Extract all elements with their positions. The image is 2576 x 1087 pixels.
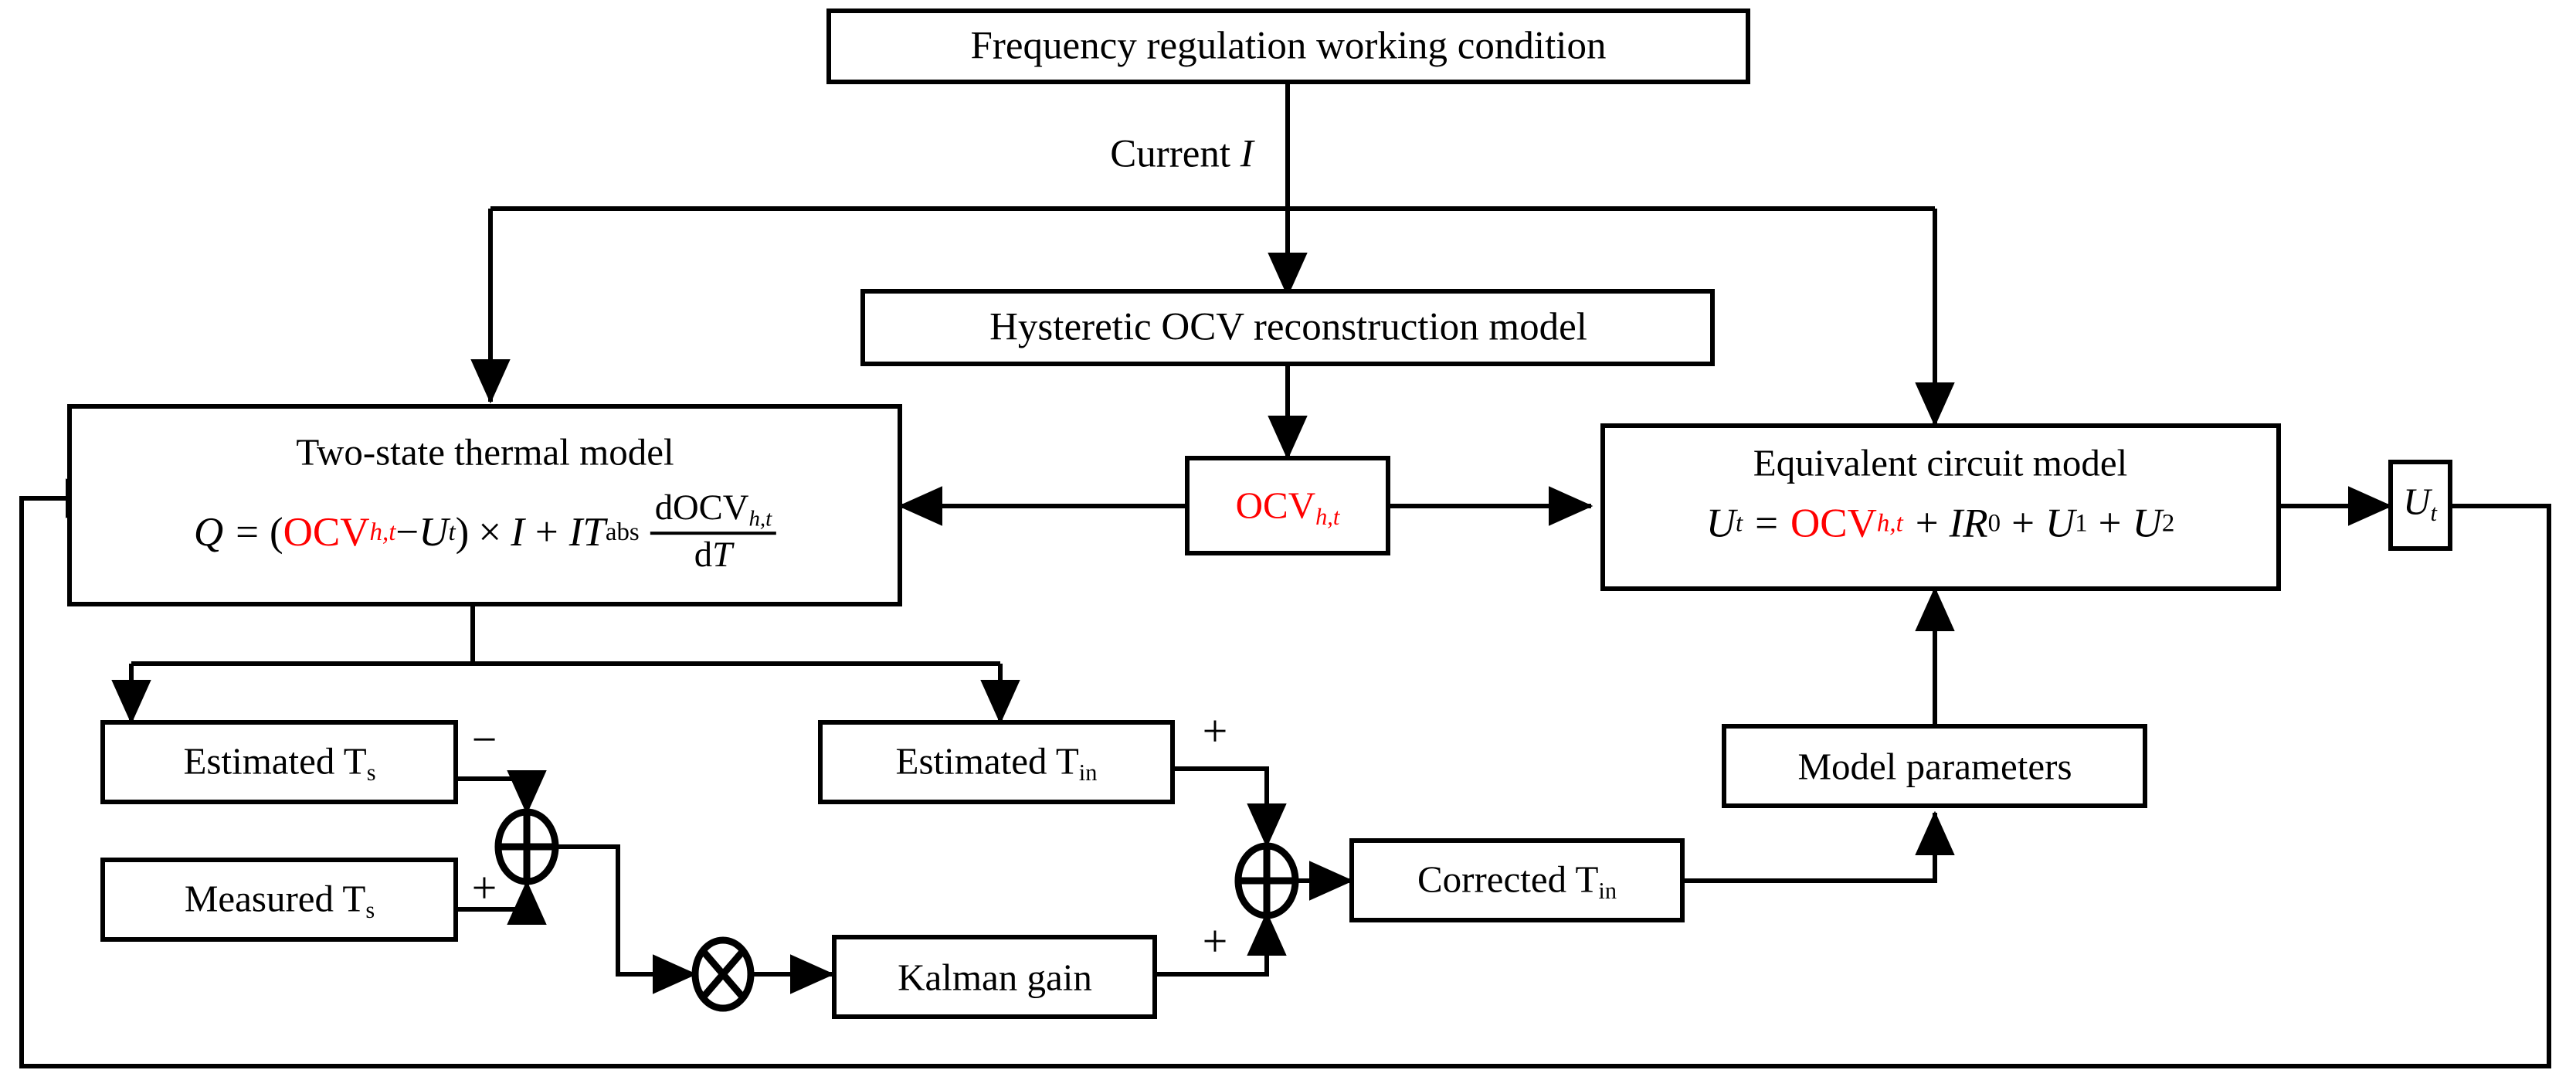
box-ocv-signal[interactable] [1185, 456, 1390, 555]
eq-ecm-equals: = [1755, 501, 1779, 546]
eq-thermal-frac-num: dOCV [654, 487, 749, 528]
eq-ecm-ocv-sub: h,t [1876, 509, 1903, 538]
eq-thermal-ocv-sub: h,t [369, 518, 396, 547]
label-thermal-model-title: Two-state thermal model [296, 430, 674, 474]
measured-ts-text: Measured T [184, 877, 366, 920]
label-kalman-gain: Kalman gain [898, 956, 1092, 999]
label-corrected-tin: Corrected Tin [1417, 858, 1617, 904]
label-sum1-minus-sign: − [471, 714, 497, 765]
label-equivalent-circuit-title: Equivalent circuit model [1753, 441, 2128, 484]
eq-thermal-current: I [511, 510, 524, 555]
corrected-tin-sub: in [1598, 877, 1617, 904]
current-symbol: I [1240, 132, 1254, 176]
box-hysteretic-ocv[interactable] [860, 289, 1715, 366]
box-estimated-ts[interactable] [100, 720, 458, 804]
label-ocv-signal: OCVh,t [1235, 484, 1340, 530]
wire-measured-ts-to-sum1 [456, 880, 547, 926]
eq-ecm-ut: U [1705, 501, 1736, 546]
wire-estimated-tin-to-sum2 [1173, 766, 1287, 848]
eq-thermal-ocv: OCV [283, 510, 370, 555]
eq-thermal-derivative-fraction: dOCVh,t dT [650, 487, 777, 576]
box-measured-ts[interactable] [100, 858, 458, 942]
label-sum2-plus-top-sign: + [1202, 705, 1228, 756]
estimated-ts-text: Estimated T [183, 739, 367, 783]
label-sum2-plus-bottom-sign: + [1202, 915, 1228, 966]
eq-ecm-u1: U [2045, 501, 2075, 546]
label-frequency-condition: Frequency regulation working condition [970, 24, 1607, 68]
eq-ecm-plus-1: + [1915, 501, 1939, 546]
box-model-parameters[interactable] [1722, 724, 2147, 808]
box-thermal-model[interactable] [67, 404, 902, 606]
eq-thermal-frac-den: T [712, 535, 733, 576]
eq-thermal-plus: + [535, 510, 558, 555]
wire-corrected-tin-to-model-parameters [1682, 810, 1955, 883]
eq-ecm-ir0: IR [1949, 501, 1988, 546]
eq-ecm-u2-sub: 2 [2161, 509, 2175, 538]
wire-estimated-ts-to-sum1 [456, 769, 547, 815]
corrected-tin-text: Corrected T [1417, 858, 1599, 901]
eq-thermal-minus: − [395, 510, 419, 555]
multiplier-node[interactable] [691, 936, 755, 1012]
box-frequency-condition[interactable] [826, 8, 1750, 84]
wire-sum1-to-multiplier [554, 844, 697, 994]
label-sum1-plus-sign: + [471, 862, 497, 913]
label-estimated-tin: Estimated Tin [895, 739, 1098, 786]
box-estimated-tin[interactable] [818, 720, 1175, 804]
wire-kalman-gain-to-sum2 [1155, 911, 1287, 977]
estimated-tin-sub: in [1078, 759, 1098, 786]
label-measured-ts: Measured Ts [185, 878, 375, 922]
summing-junction-2[interactable] [1234, 842, 1299, 919]
wire-feedback-terminal-voltage [19, 478, 2551, 1068]
eq-thermal-ut: U [419, 510, 449, 555]
box-kalman-gain[interactable] [832, 935, 1157, 1019]
eq-thermal-open-paren: ( [269, 510, 283, 555]
terminal-voltage-symbol: U [2403, 480, 2431, 523]
eq-ecm-plus-2: + [2011, 501, 2035, 546]
eq-ecm-u2: U [2132, 501, 2162, 546]
eq-ecm-ir0-sub: 0 [1987, 509, 2001, 538]
box-corrected-tin[interactable] [1349, 838, 1685, 922]
eq-thermal-frac-num-sub: h,t [748, 506, 772, 532]
eq-ecm-u1-sub: 1 [2075, 509, 2088, 538]
eq-ecm-ut-sub: t [1735, 509, 1743, 538]
eq-thermal-itabs-sub: abs [605, 518, 640, 547]
eq-ecm-plus-3: + [2098, 501, 2122, 546]
box-terminal-voltage[interactable] [2388, 460, 2452, 551]
current-text: Current [1110, 132, 1240, 176]
measured-ts-sub: s [365, 896, 375, 923]
eq-thermal-equals: = [236, 510, 259, 555]
label-terminal-voltage: Ut [2403, 481, 2437, 525]
eq-thermal-itabs: IT [568, 510, 606, 555]
eq-thermal-ut-sub: t [448, 518, 456, 547]
estimated-tin-text: Estimated T [895, 739, 1079, 783]
ocv-signal-sub: h,t [1315, 503, 1340, 530]
box-equivalent-circuit[interactable] [1600, 423, 2281, 591]
summing-junction-1[interactable] [494, 808, 559, 885]
terminal-voltage-sub: t [2430, 499, 2437, 526]
label-model-parameters: Model parameters [1797, 745, 2072, 788]
eq-ecm-ocv: OCV [1790, 501, 1877, 546]
ocv-signal-text: OCV [1235, 484, 1316, 527]
estimated-ts-sub: s [366, 759, 376, 786]
label-hysteretic-ocv: Hysteretic OCV reconstruction model [989, 305, 1587, 349]
eq-thermal-q: Q [193, 510, 224, 555]
label-estimated-ts: Estimated Ts [183, 739, 376, 786]
label-current-edge: Current I [1110, 133, 1254, 175]
eq-thermal-times: × [478, 510, 502, 555]
eq-thermal-close-paren: ) [455, 510, 470, 555]
